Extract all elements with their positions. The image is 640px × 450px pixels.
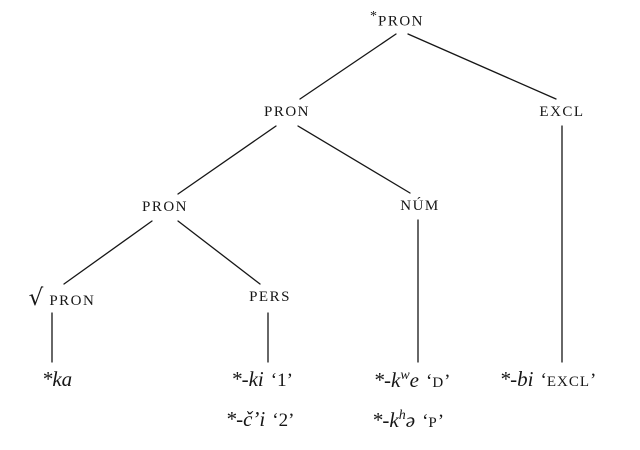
leaf-bi: *-bi ‘EXCL’ (499, 367, 597, 392)
gloss-smallcaps: EXCL (546, 374, 590, 390)
leaf-kwe: *-kwe ‘D’ (374, 368, 451, 393)
edge-root-to-excl (407, 33, 557, 100)
node-label: EXCL (539, 104, 585, 120)
morpheme-text: *-k (371, 408, 399, 432)
node-label: PERS (249, 289, 291, 305)
node-root-pron-reconstructed: *PRON (370, 8, 424, 30)
morpheme-text: *-k (373, 368, 401, 392)
node-root-pron-with-radical: √ PRON (28, 285, 96, 311)
leaf-kha: *-khə ‘P’ (372, 408, 444, 433)
morpheme-text: *-bi (499, 367, 534, 391)
node-pron-level3: PRON (142, 197, 188, 216)
morpheme-text: *-č’i (225, 407, 266, 431)
edge-root-to-pron2 (299, 33, 397, 100)
gloss-text: ‘D’ (426, 371, 451, 392)
gloss-text: ‘1’ (270, 370, 293, 391)
gloss-open-quote: ‘ (540, 370, 547, 391)
superscript-h: h (398, 408, 406, 423)
reconstruction-asterisk: * (369, 9, 377, 24)
node-pers: PERS (249, 287, 291, 306)
gloss-close-quote: ’ (437, 411, 445, 432)
superscript-w: w (400, 368, 410, 383)
node-label: PRON (377, 13, 425, 30)
leaf-ka: *ka (41, 367, 73, 391)
edge-pron2-to-num (297, 125, 411, 194)
morpheme-text: *ka (41, 367, 73, 391)
node-label: PRON (263, 104, 311, 120)
gloss-text: ‘2’ (272, 410, 295, 431)
gloss-smallcaps: D (432, 375, 445, 391)
morpheme-text-end: e (409, 368, 419, 392)
node-excl: EXCL (539, 102, 584, 121)
node-label: PRON (49, 293, 96, 309)
morpheme-text: *-ki (231, 367, 264, 391)
gloss-open-quote: ‘ (426, 371, 433, 392)
leaf-ki: *-ki ‘1’ (231, 367, 293, 392)
edge-pron3-to-rootpron (63, 220, 153, 285)
node-label: NÚM (400, 198, 440, 214)
node-pron-level2: PRON (264, 102, 310, 121)
gloss-open-quote: ‘ (422, 411, 429, 432)
edge-pron2-to-pron3 (177, 125, 277, 195)
gloss-close-quote: ’ (444, 371, 451, 392)
node-num: NÚM (400, 196, 440, 215)
gloss-close-quote: ’ (590, 370, 597, 391)
morpheme-text-end: ə (405, 408, 416, 432)
gloss-text: ‘EXCL’ (541, 370, 597, 391)
leaf-chi: *-č’i ‘2’ (225, 407, 295, 432)
gloss-text: ‘P’ (422, 411, 444, 432)
gloss-smallcaps: P (428, 415, 438, 431)
node-label: PRON (141, 199, 189, 215)
radical-sign: √ (28, 285, 44, 311)
edge-pron3-to-pers (177, 220, 261, 285)
